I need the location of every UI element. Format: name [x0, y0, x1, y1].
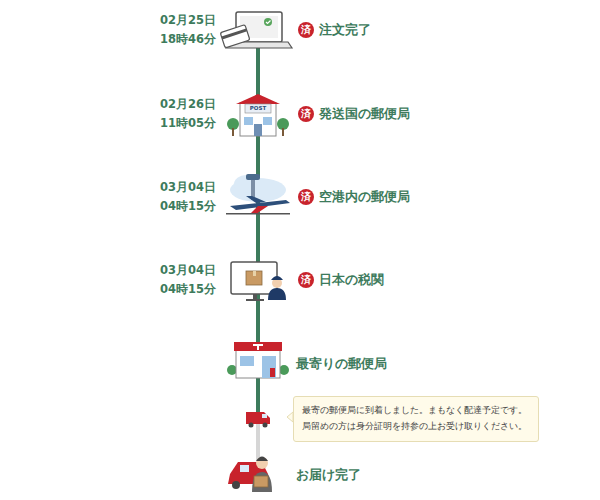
timestamp: 03月04日 04時15分 — [148, 178, 216, 216]
post-office-icon — [227, 94, 289, 136]
sign-text: POST — [245, 105, 271, 112]
local-post-office-icon — [227, 342, 289, 378]
node-text: 済 — [298, 189, 314, 205]
done-badge: 済 — [298, 22, 314, 38]
status-text: 注文完了 — [319, 22, 371, 38]
node-text: 済 — [298, 22, 314, 38]
status-text: 日本の税関 — [319, 272, 384, 288]
done-badge: 済 — [298, 272, 314, 288]
status-callout: 最寄の郵便局に到着しました。まもなく配達予定です。 局留めの方は身分証明を持参の… — [293, 396, 539, 442]
airport-icon — [226, 174, 290, 215]
timeline-line-pending — [256, 424, 260, 460]
timestamp: 03月04日 04時15分 — [148, 261, 216, 299]
node-text: 済 — [298, 106, 314, 122]
status-text: 最寄りの郵便局 — [296, 356, 387, 372]
done-badge: 済 — [298, 106, 314, 122]
status-text: 発送国の郵便局 — [319, 106, 410, 122]
timestamp: 02月25日 18時46分 — [148, 11, 216, 49]
customs-icon — [231, 262, 286, 301]
status-text: お届け完了 — [296, 467, 361, 483]
node-text: 済 — [298, 272, 314, 288]
timestamp: 02月26日 11時05分 — [148, 95, 216, 133]
node-text: 最寄の郵便局に到着しました。まもなく配達予定です。 局留めの方は身分証明を持参の… — [302, 402, 530, 434]
status-text: 空港内の郵便局 — [319, 189, 410, 205]
laptop-icon — [220, 12, 292, 48]
delivery-van-icon — [246, 412, 270, 428]
delivered-icon — [228, 457, 272, 493]
done-badge: 済 — [298, 189, 314, 205]
